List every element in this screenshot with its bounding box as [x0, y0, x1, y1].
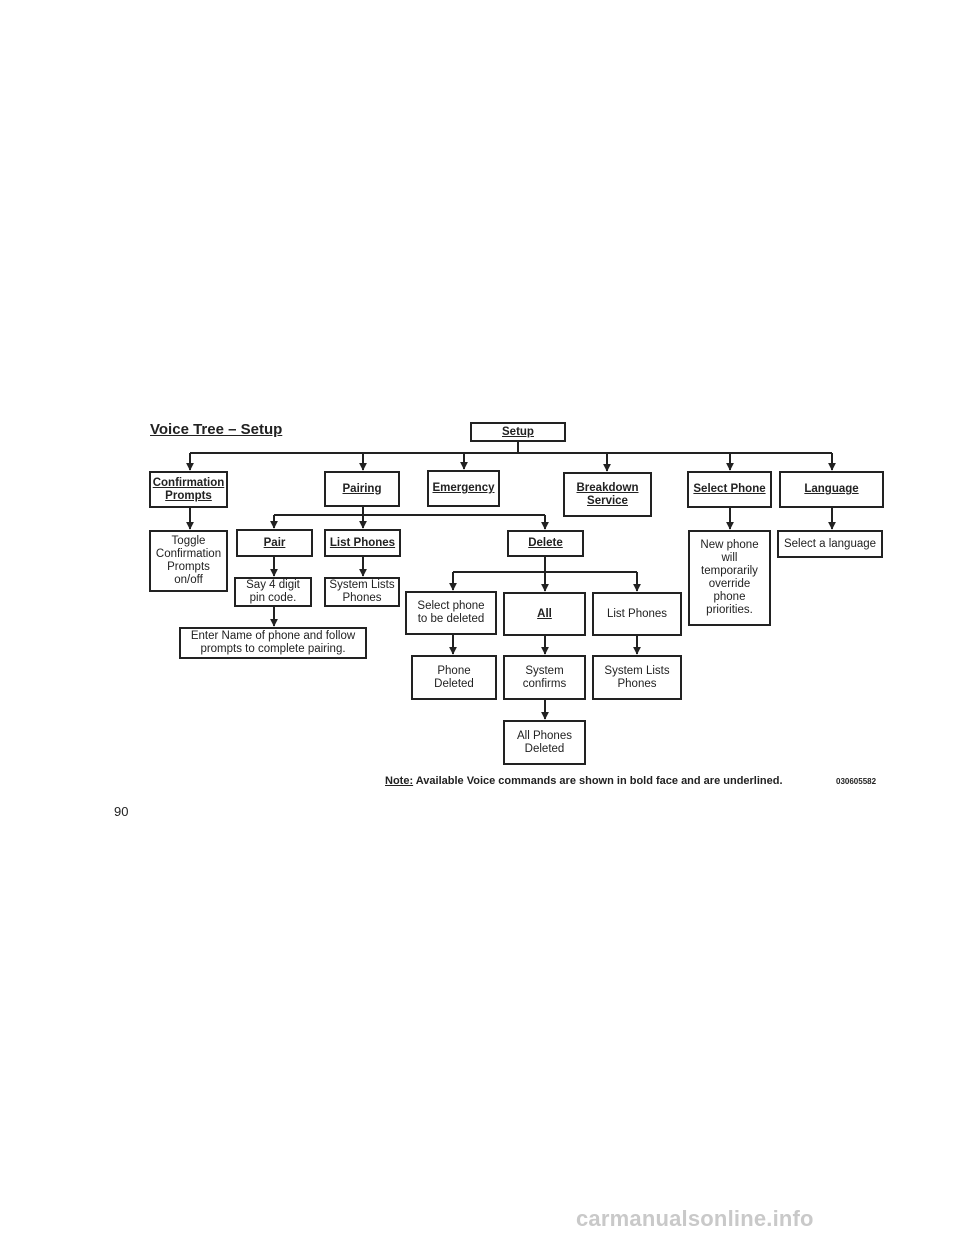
watermark: carmanualsonline.info: [576, 1206, 814, 1231]
node-emergency: Emergency: [427, 470, 500, 507]
node-all: All: [503, 592, 586, 636]
node-select-phone-deleted: Select phone to be deleted: [405, 591, 497, 635]
note: Note: Available Voice commands are shown…: [385, 775, 783, 787]
node-delete-list-phones: List Phones: [592, 592, 682, 636]
node-confirmation-prompts: Confirmation Prompts: [149, 471, 228, 508]
node-enter-name: Enter Name of phone and follow prompts t…: [179, 627, 367, 659]
node-select-phone: Select Phone: [687, 471, 772, 508]
node-language: Language: [779, 471, 884, 508]
node-phone-deleted: Phone Deleted: [411, 655, 497, 700]
diagram-title: Voice Tree – Setup: [150, 421, 283, 438]
note-text: Available Voice commands are shown in bo…: [415, 775, 783, 787]
node-pair: Pair: [236, 529, 313, 557]
node-new-phone-override: New phone will temporarily override phon…: [688, 530, 771, 626]
node-system-confirms: System confirms: [503, 655, 586, 700]
node-pairing: Pairing: [324, 471, 400, 507]
node-breakdown-service: Breakdown Service: [563, 472, 652, 517]
note-label: Note:: [385, 775, 414, 787]
node-all-phones-deleted: All Phones Deleted: [503, 720, 586, 765]
node-setup: Setup: [470, 422, 566, 442]
node-select-a-language: Select a language: [777, 530, 883, 558]
node-system-lists-phones-2: System Lists Phones: [592, 655, 682, 700]
page-number: 90: [114, 804, 129, 819]
node-toggle-confirmation: Toggle Confirmation Prompts on/off: [149, 530, 228, 592]
node-delete: Delete: [507, 530, 584, 557]
node-list-phones: List Phones: [324, 529, 401, 557]
node-system-lists-phones-1: System Lists Phones: [324, 577, 400, 607]
node-say-pin: Say 4 digit pin code.: [234, 577, 312, 607]
figure-id: 030605582: [836, 777, 877, 786]
